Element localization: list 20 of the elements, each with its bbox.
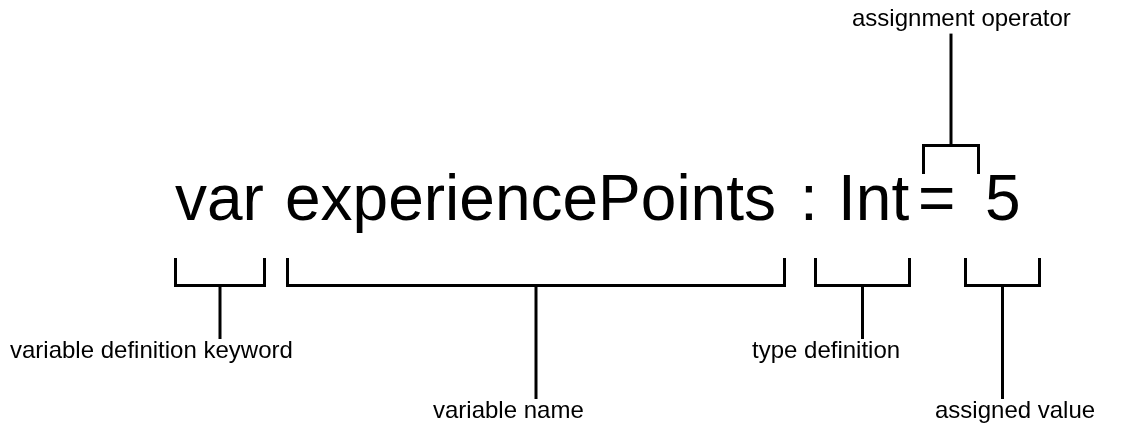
leader-line: [218, 287, 222, 339]
leader-line: [1001, 287, 1004, 399]
bracket-mark: [922, 144, 980, 174]
code-token: =: [918, 166, 956, 230]
annotation-label: variable definition keyword: [10, 336, 293, 364]
code-token: Int: [838, 166, 910, 230]
annotation-label: variable name: [433, 396, 584, 424]
bracket-mark: [814, 258, 911, 287]
annotation-label: assigned value: [935, 396, 1096, 424]
bracket-mark: [174, 258, 266, 287]
leader-line: [534, 287, 538, 399]
bracket-mark: [964, 258, 1041, 287]
annotation-label: type definition: [752, 336, 901, 364]
leader-line: [949, 33, 953, 144]
bracket-mark: [286, 258, 786, 287]
annotation-label: assignment operator: [852, 4, 1071, 32]
leader-line: [861, 287, 864, 339]
code-token: :: [800, 166, 818, 230]
code-token: 5: [985, 166, 1021, 230]
code-token: var: [175, 166, 264, 230]
